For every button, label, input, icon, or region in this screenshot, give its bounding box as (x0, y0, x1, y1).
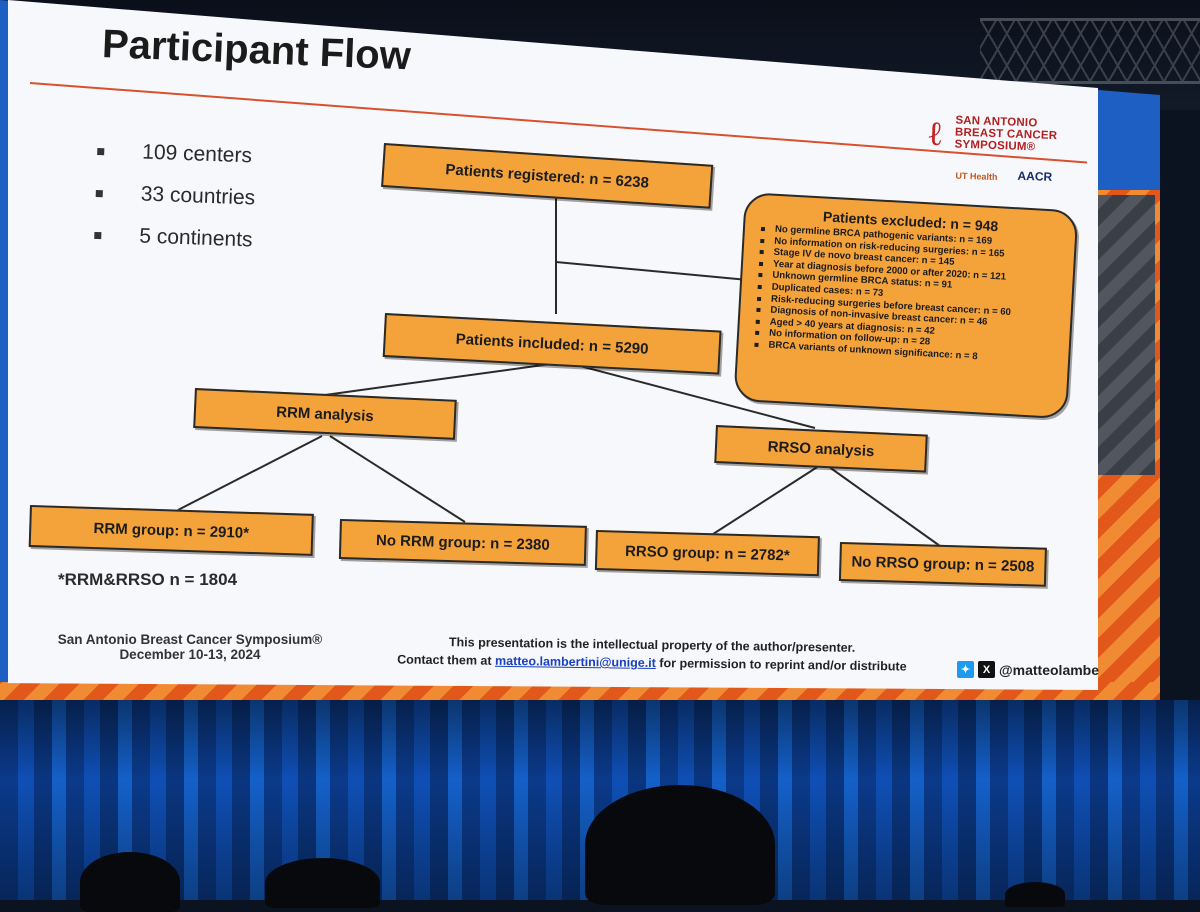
bullet-dot-icon (759, 250, 764, 255)
bullet-dot-icon (758, 273, 763, 278)
no-rrm-group-box: No RRM group: n = 2380 (338, 519, 587, 566)
connector-included-rrso (564, 361, 816, 429)
bullet-dot-icon (760, 238, 765, 243)
stage-truss (980, 18, 1200, 84)
connector-included-rrm (324, 361, 566, 396)
footer-symposium: San Antonio Breast Cancer Symposium® Dec… (25, 632, 355, 662)
bullet-dot-icon (755, 331, 760, 336)
notice-suffix: for permission to reprint and/or distrib… (655, 656, 907, 674)
connector-no-rrso-group (824, 463, 941, 547)
audience-head (265, 858, 380, 908)
audience-head (585, 785, 775, 905)
rrso-group-box: RRSO group: n = 2782* (594, 530, 820, 577)
connector-to-excluded (555, 261, 749, 281)
stage-curtain (0, 700, 1200, 900)
footnote: *RRM&RRSO n = 1804 (58, 570, 238, 589)
excluded-box: Patients excluded: n = 948 No germline B… (733, 192, 1079, 420)
bullet-dot-icon (754, 342, 759, 347)
audience-head (1005, 882, 1065, 907)
rrm-group-box: RRM group: n = 2910* (28, 505, 314, 556)
social-handle: ✦ X @matteolambe (957, 661, 1099, 678)
symposium-dates: December 10-13, 2024 (119, 647, 261, 662)
bullet-dot-icon (755, 319, 760, 324)
bullet-dot-icon (757, 284, 762, 290)
connector-no-rrm-group (329, 435, 466, 523)
email-link[interactable]: matteo.lambertini@unige.it (494, 653, 656, 671)
symposium-name: San Antonio Breast Cancer Symposium® (57, 632, 323, 647)
handle-text: @matteolambe (999, 661, 1100, 678)
x-icon: X (978, 661, 995, 678)
connector-rrso-group (709, 463, 823, 537)
bullet-dot-icon (758, 261, 764, 266)
excluded-list: No germline BRCA pathogenic variants: n … (738, 222, 1075, 368)
no-rrso-group-box: No RRSO group: n = 2508 (838, 542, 1047, 587)
connector-rrm-group (177, 435, 323, 511)
notice-prefix: Contact them at (397, 652, 496, 668)
side-stripes-dark (1095, 195, 1155, 475)
bullet-dot-icon (756, 296, 762, 301)
audience-head (80, 852, 180, 912)
twitter-icon: ✦ (957, 661, 974, 678)
bullet-dot-icon (756, 307, 761, 313)
bullet-dot-icon (760, 226, 766, 232)
